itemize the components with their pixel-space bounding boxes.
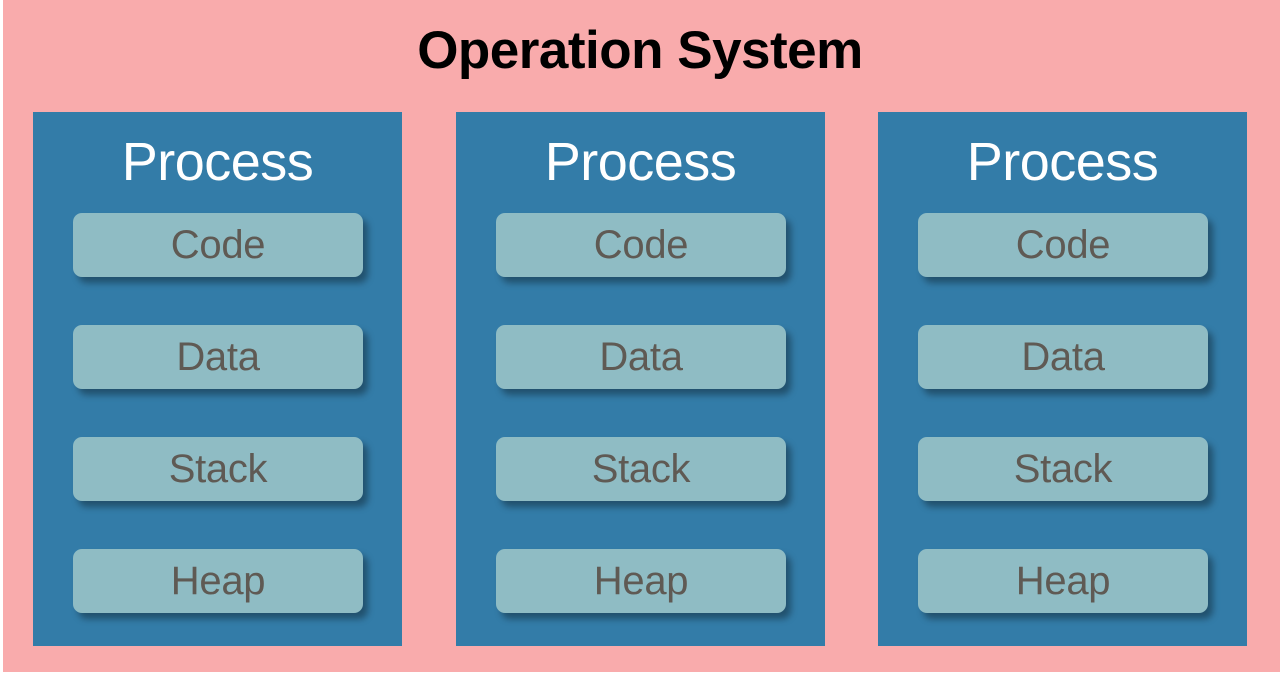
memory-segment-list: Code Data Stack Heap [73,213,363,613]
memory-segment-code[interactable]: Code [918,213,1208,277]
process-heading: Process [121,132,314,192]
memory-segment-data[interactable]: Data [496,325,786,389]
segment-label: Stack [168,447,268,491]
segment-label: Stack [591,447,691,491]
memory-segment-code[interactable]: Code [73,213,363,277]
memory-segment-list: Code Data Stack Heap [496,213,786,613]
segment-label: Code [1015,223,1111,267]
memory-segment-stack[interactable]: Stack [496,437,786,501]
segment-label: Data [1021,335,1105,379]
memory-segment-stack[interactable]: Stack [918,437,1208,501]
page-title: Operation System [417,21,863,80]
process-row: Process Code Data Stack Heap Process [0,112,1280,646]
process-box-2[interactable]: Process Code Data Stack Heap [456,112,825,646]
segment-label: Data [176,335,260,379]
memory-segment-stack[interactable]: Stack [73,437,363,501]
memory-segment-list: Code Data Stack Heap [918,213,1208,613]
memory-segment-heap[interactable]: Heap [73,549,363,613]
segment-label: Data [599,335,683,379]
memory-segment-heap[interactable]: Heap [918,549,1208,613]
memory-segment-code[interactable]: Code [496,213,786,277]
memory-segment-data[interactable]: Data [918,325,1208,389]
segment-label: Heap [1015,559,1111,603]
memory-segment-data[interactable]: Data [73,325,363,389]
segment-label: Code [593,223,689,267]
process-heading: Process [966,132,1159,192]
process-heading: Process [544,132,737,192]
segment-label: Heap [593,559,689,603]
segment-label: Stack [1013,447,1113,491]
process-box-1[interactable]: Process Code Data Stack Heap [33,112,402,646]
segment-label: Code [170,223,266,267]
process-box-3[interactable]: Process Code Data Stack Heap [878,112,1247,646]
memory-segment-heap[interactable]: Heap [496,549,786,613]
segment-label: Heap [170,559,266,603]
